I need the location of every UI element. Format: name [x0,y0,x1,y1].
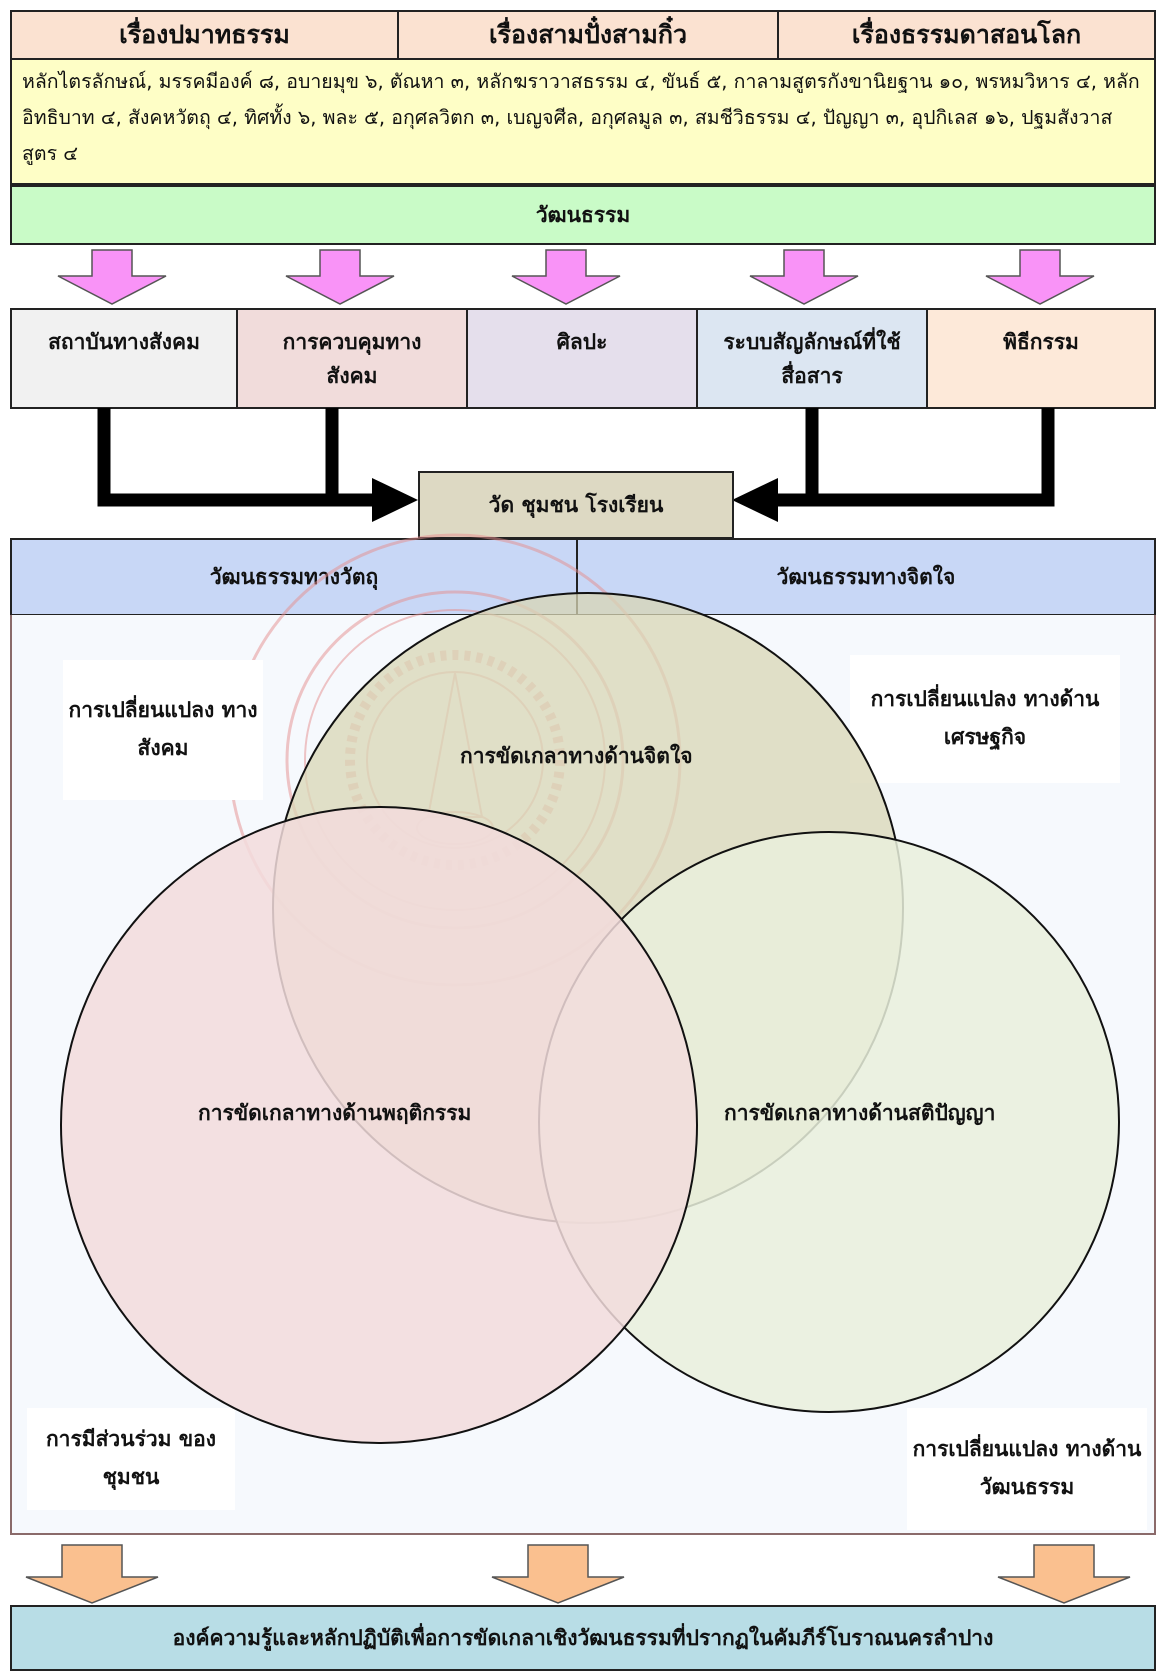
orange-arrows [25,1544,1131,1604]
down-arrow-icon [997,1544,1131,1604]
header-label: เรื่องสามปั๋งสามกิ๋ว [489,20,687,49]
down-arrow-icon [985,249,1095,305]
category-label: ระบบสัญลักษณ์ที่ใช้สื่อสาร [723,330,901,388]
down-arrow-icon [25,1544,159,1604]
connector-lines [97,408,1055,522]
header-label: เรื่องปมาทธรรม [119,20,290,49]
spiritual-culture-header: วัฒนธรรมทางจิตใจ [576,538,1156,616]
left-arrow-icon [732,478,778,522]
corner-label: การเปลี่ยนแปลง ทางด้านเศรษฐกิจ [870,687,1100,749]
header-cell-pamatha: เรื่องปมาทธรรม [10,10,399,60]
pink-arrows [57,249,1095,305]
corner-label: การมีส่วนร่วม ของชุมชน [45,1427,217,1489]
category-label: ศิลปะ [556,330,608,354]
category-social-institution: สถาบันทางสังคม [10,308,238,409]
temple-community-school-box: วัด ชุมชน โรงเรียน [418,471,734,539]
down-arrow-icon [57,249,167,305]
corner-label: การเปลี่ยนแปลง ทางด้านวัฒนธรรม [912,1437,1142,1499]
knowledge-footer-bar: องค์ความรู้และหลักปฏิบัติเพื่อการขัดเกลา… [10,1605,1156,1671]
header-cell-sampang: เรื่องสามปั๋งสามกิ๋ว [397,10,779,60]
down-arrow-icon [749,249,859,305]
category-label: การควบคุมทางสังคม [282,330,422,388]
center-label: วัด ชุมชน โรงเรียน [488,492,664,517]
corner-social-change: การเปลี่ยนแปลง ทางสังคม [63,660,263,800]
venn-label-intellect: การขัดเกลาทางด้านสติปัญญา [724,1101,996,1125]
category-art: ศิลปะ [466,308,698,409]
corner-label: การเปลี่ยนแปลง ทางสังคม [68,698,258,760]
category-social-control: การควบคุมทางสังคม [236,308,468,409]
material-culture-label: วัฒนธรรมทางวัตถุ [209,564,379,589]
corner-economic-change: การเปลี่ยนแปลง ทางด้านเศรษฐกิจ [850,655,1120,783]
venn-circle-behavior [60,806,698,1444]
down-arrow-icon [511,249,621,305]
dhamma-topics-text: หลักไตรลักษณ์, มรรคมีองค์ ๘, อบายมุข ๖, … [22,70,1140,165]
category-symbol-system: ระบบสัญลักษณ์ที่ใช้สื่อสาร [696,308,928,409]
culture-label: วัฒนธรรม [535,202,631,227]
category-label: สถาบันทางสังคม [48,330,200,354]
down-arrow-icon [285,249,395,305]
category-ritual: พิธีกรรม [926,308,1156,409]
right-arrow-icon [372,478,418,522]
dhamma-topics-box: หลักไตรลักษณ์, มรรคมีองค์ ๘, อบายมุข ๖, … [10,60,1156,185]
category-label: พิธีกรรม [1003,330,1079,354]
venn-label-mind: การขัดเกลาทางด้านจิตใจ [460,744,693,768]
corner-community-participation: การมีส่วนร่วม ของชุมชน [27,1408,235,1510]
down-arrow-icon [491,1544,625,1604]
footer-label: องค์ความรู้และหลักปฏิบัติเพื่อการขัดเกลา… [172,1625,994,1650]
corner-cultural-change: การเปลี่ยนแปลง ทางด้านวัฒนธรรม [907,1408,1147,1530]
header-cell-thammada: เรื่องธรรมดาสอนโลก [777,10,1156,60]
culture-bar: วัฒนธรรม [10,185,1156,245]
header-label: เรื่องธรรมดาสอนโลก [851,20,1082,49]
spiritual-culture-label: วัฒนธรรมทางจิตใจ [776,564,956,589]
venn-label-behavior: การขัดเกลาทางด้านพฤติกรรม [198,1101,472,1125]
